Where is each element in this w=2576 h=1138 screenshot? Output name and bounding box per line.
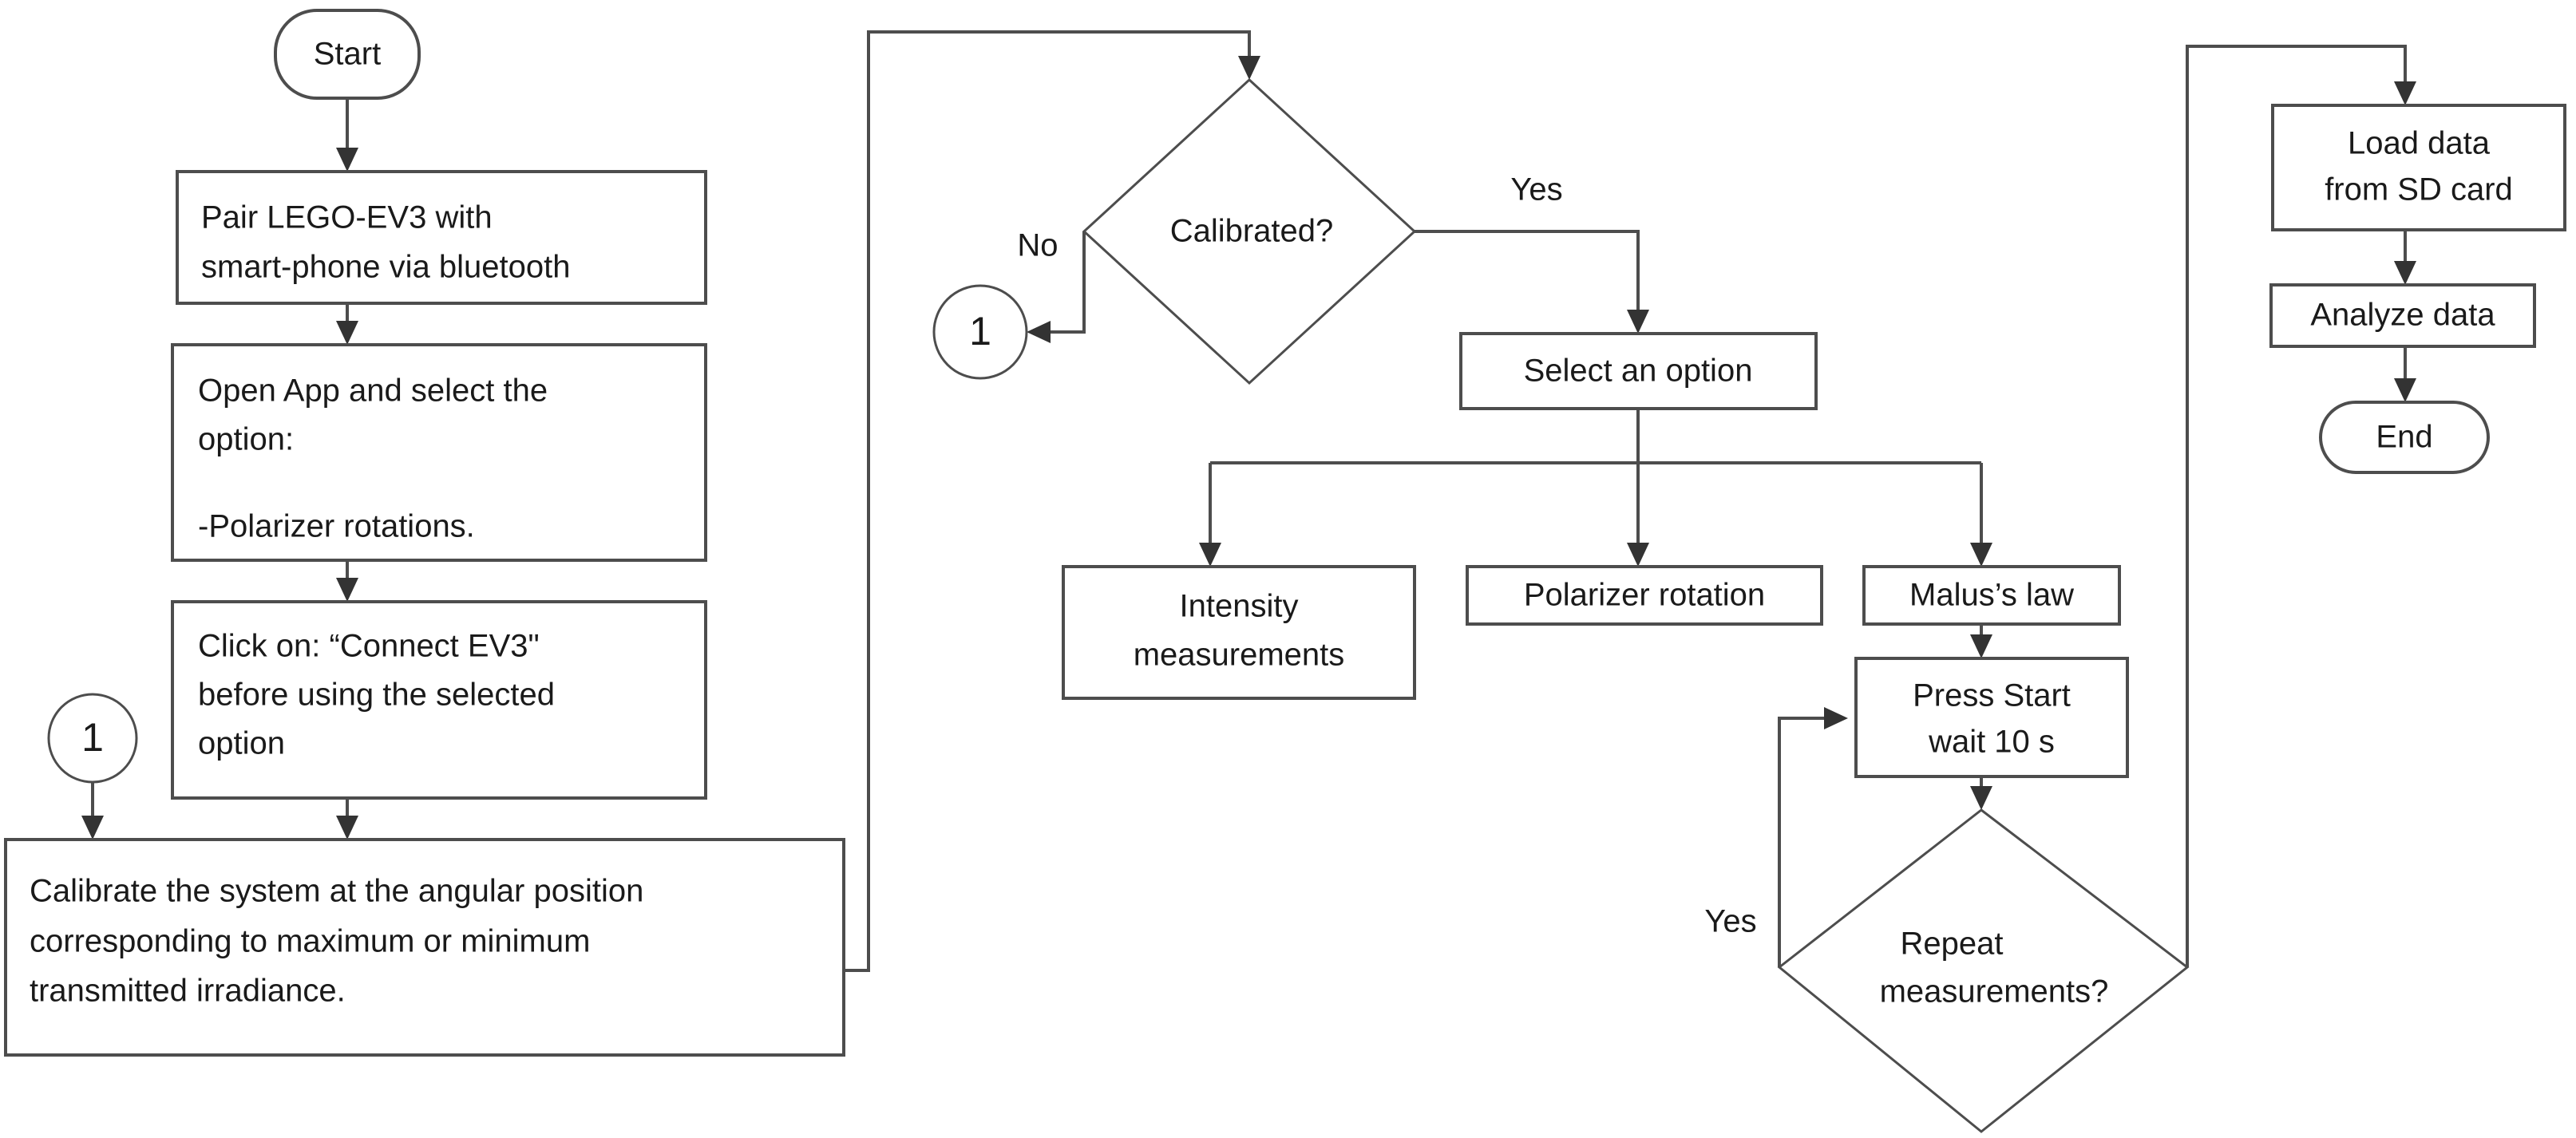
edge-malus-to-pressstart bbox=[1970, 624, 1992, 658]
node-calibrate-line1: Calibrate the system at the angular posi… bbox=[30, 874, 643, 909]
node-connect-line1: Click on: “Connect EV3" bbox=[198, 629, 540, 664]
edge-label-calibrated-no: No bbox=[1017, 228, 1058, 263]
node-calibrated-label: Calibrated? bbox=[1170, 214, 1334, 249]
node-connect-line2: before using the selected bbox=[198, 678, 555, 713]
node-start[interactable]: Start bbox=[274, 9, 421, 100]
edge-repeat-yes-to-pressstart bbox=[1778, 707, 1848, 967]
edge-label-repeat-yes: Yes bbox=[1704, 904, 1756, 939]
node-load-data[interactable]: Load data from SD card bbox=[2271, 104, 2566, 231]
edge-connector1-to-calibrate bbox=[81, 782, 104, 840]
node-openapp-line2: option: bbox=[198, 422, 294, 457]
edge-connect-to-calibrate bbox=[336, 798, 358, 840]
node-openapp-line1: Open App and select the bbox=[198, 373, 548, 409]
edge-pressstart-to-repeat bbox=[1970, 776, 1992, 810]
off-page-connector-1-middle-label: 1 bbox=[969, 309, 991, 354]
edge-openapp-to-connect bbox=[336, 560, 358, 602]
node-pair-line2: smart-phone via bluetooth bbox=[201, 250, 571, 285]
edge-calibrated-yes-to-select bbox=[1415, 230, 1649, 334]
node-calibrate-line3: transmitted irradiance. bbox=[30, 974, 346, 1009]
node-select-label: Select an option bbox=[1524, 354, 1753, 389]
edge-calibrate-to-calibrated bbox=[844, 30, 1260, 972]
node-repeat-measurements-decision[interactable]: Repeat measurements? bbox=[1777, 808, 2190, 1133]
node-connect-line3: option bbox=[198, 726, 285, 761]
node-end-label: End bbox=[2376, 420, 2432, 455]
edge-bus-to-malus bbox=[1970, 463, 1992, 567]
node-connect-ev3[interactable]: Click on: “Connect EV3" before using the… bbox=[171, 600, 707, 800]
node-malus-label: Malus’s law bbox=[1909, 578, 2074, 613]
edge-calibrated-no-to-connector1 bbox=[1027, 231, 1086, 343]
node-pair-lego-ev3[interactable]: Pair LEGO-EV3 with smart-phone via bluet… bbox=[176, 170, 707, 305]
edge-analyze-to-end bbox=[2394, 346, 2416, 402]
node-loaddata-line2: from SD card bbox=[2325, 172, 2513, 207]
node-press-start[interactable]: Press Start wait 10 s bbox=[1854, 657, 2129, 778]
node-polarizer-rotation[interactable]: Polarizer rotation bbox=[1466, 565, 1823, 626]
edge-select-bus bbox=[1210, 409, 1981, 464]
node-intensity-measurements[interactable]: Intensity measurements bbox=[1062, 565, 1416, 700]
node-openapp-line4: -Polarizer rotations. bbox=[198, 509, 475, 544]
edge-pair-to-openapp bbox=[336, 303, 358, 345]
edge-label-calibrated-yes: Yes bbox=[1510, 172, 1562, 207]
edge-loaddata-to-analyze bbox=[2394, 230, 2416, 285]
node-repeat-line1: Repeat bbox=[1901, 927, 2004, 962]
node-loaddata-line1: Load data bbox=[2348, 126, 2491, 161]
node-calibrate-line2: corresponding to maximum or minimum bbox=[30, 924, 590, 959]
node-analyze-label: Analyze data bbox=[2310, 298, 2495, 333]
node-calibrate[interactable]: Calibrate the system at the angular posi… bbox=[4, 838, 845, 1057]
edge-repeat-to-loaddata bbox=[2186, 45, 2416, 967]
node-malus-law[interactable]: Malus’s law bbox=[1862, 565, 2121, 626]
node-calibrated-decision[interactable]: Calibrated? bbox=[1082, 77, 1417, 385]
off-page-connector-1-middle[interactable]: 1 bbox=[932, 284, 1028, 380]
off-page-connector-1-left[interactable]: 1 bbox=[47, 693, 138, 784]
node-open-app[interactable]: Open App and select the option: -Polariz… bbox=[171, 343, 707, 562]
node-pressstart-line2: wait 10 s bbox=[1928, 725, 2055, 760]
edge-bus-to-polarizer bbox=[1627, 463, 1649, 567]
node-pair-line1: Pair LEGO-EV3 with bbox=[201, 200, 493, 235]
edge-start-to-pair bbox=[336, 98, 358, 172]
node-intensity-line1: Intensity bbox=[1180, 589, 1299, 624]
node-end[interactable]: End bbox=[2319, 401, 2490, 474]
node-polarizer-label: Polarizer rotation bbox=[1524, 578, 1765, 613]
node-analyze-data[interactable]: Analyze data bbox=[2269, 283, 2536, 348]
node-start-label: Start bbox=[314, 37, 381, 72]
off-page-connector-1-left-label: 1 bbox=[81, 715, 104, 760]
node-repeat-line2: measurements? bbox=[1880, 974, 2109, 1010]
node-select-an-option[interactable]: Select an option bbox=[1459, 332, 1818, 410]
node-intensity-line2: measurements bbox=[1134, 638, 1345, 673]
edge-bus-to-intensity bbox=[1199, 463, 1221, 567]
node-pressstart-line1: Press Start bbox=[1913, 678, 2071, 713]
